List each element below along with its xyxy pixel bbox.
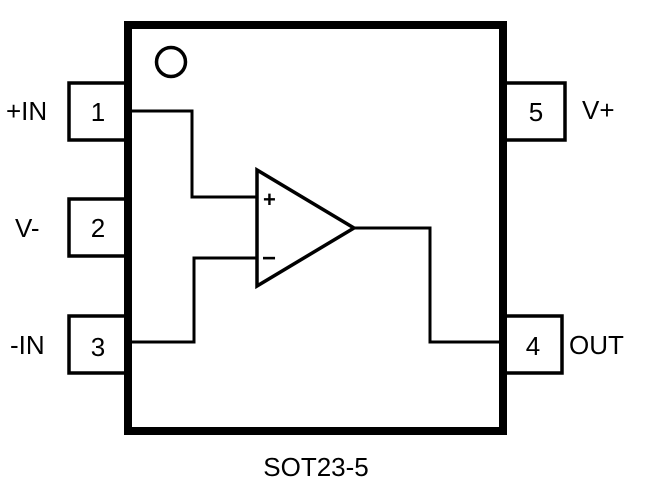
package-name: SOT23-5 <box>263 452 369 482</box>
opamp-triangle <box>255 166 358 290</box>
pin-4: 4 OUT <box>501 314 624 375</box>
pin-4-label: OUT <box>569 330 624 360</box>
pin-5: 5 V+ <box>501 81 615 142</box>
pin-5-label: V+ <box>582 95 615 125</box>
pin-4-number: 4 <box>526 331 540 361</box>
pin-3: 3 -IN <box>10 314 130 375</box>
pin-1-number: 1 <box>91 97 105 127</box>
pin-2: 2 V- <box>15 197 130 258</box>
pin-2-label: V- <box>15 213 40 243</box>
wire-output <box>354 226 500 344</box>
opamp-minus-symbol: − <box>262 245 276 272</box>
wire-plus-input <box>132 109 257 199</box>
wire-minus-input <box>132 256 257 344</box>
pin-5-number: 5 <box>529 97 543 127</box>
pin-1-pad <box>67 81 130 142</box>
pin-3-label: -IN <box>10 330 45 360</box>
pin1-marker-circle <box>154 45 188 79</box>
pin-3-number: 3 <box>91 332 105 362</box>
opamp-plus-symbol: + <box>263 187 276 212</box>
pin-2-number: 2 <box>91 213 105 243</box>
pin-1-label: +IN <box>6 96 47 126</box>
pin-2-pad <box>67 197 130 258</box>
pin-1: 1 +IN <box>6 81 130 142</box>
